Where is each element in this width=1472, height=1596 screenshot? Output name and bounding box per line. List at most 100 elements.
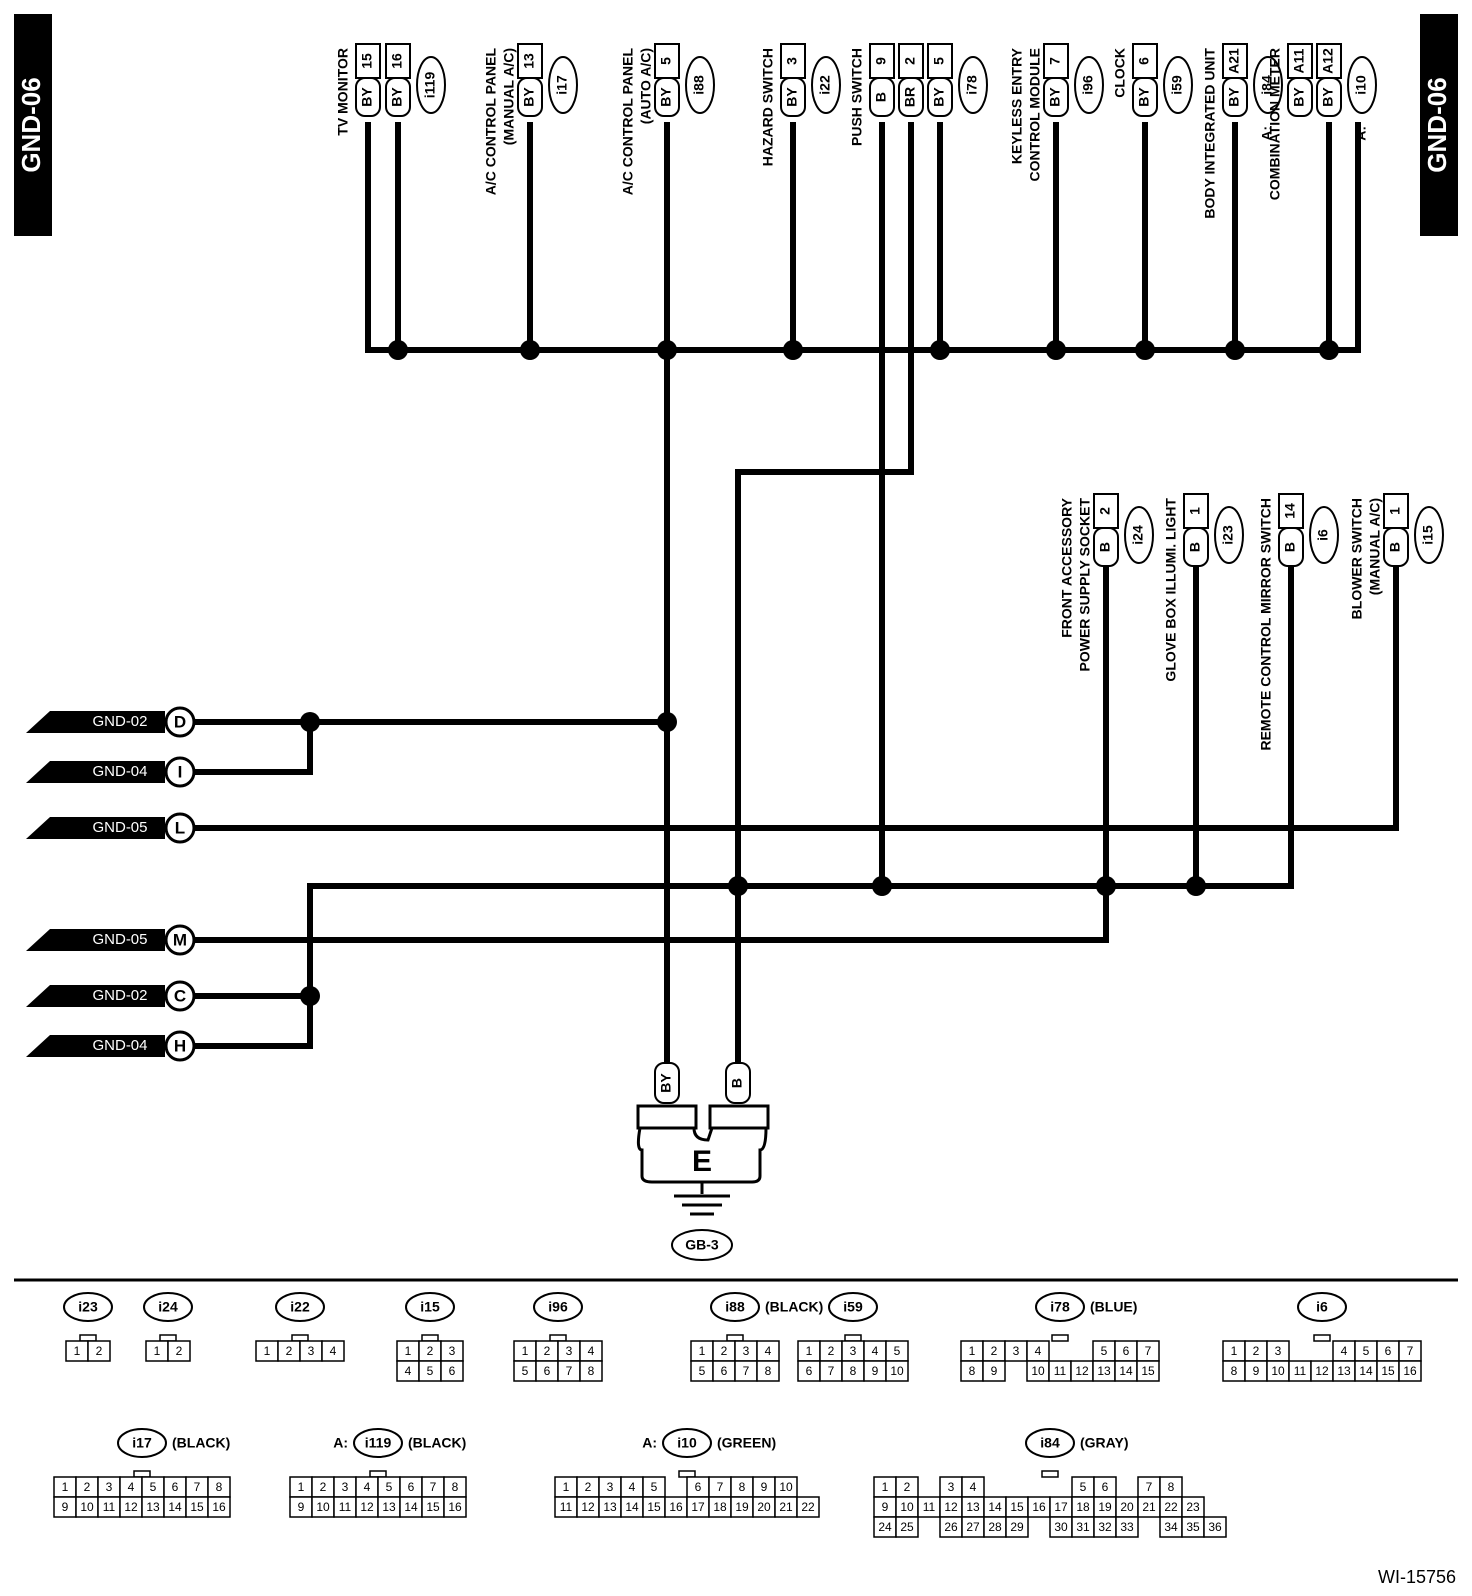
connector-id-oval: [1297, 1292, 1347, 1322]
connector-color-note: (BLUE): [1090, 1299, 1137, 1315]
pin-number: 12: [124, 1500, 138, 1514]
pin-cell: [895, 1516, 919, 1538]
connector-id-oval: [1414, 506, 1444, 564]
pin-number: 3: [784, 57, 800, 65]
wire-color-tag: [1278, 527, 1304, 567]
device-name: BODY INTEGRATED UNIT: [1202, 48, 1218, 219]
reference-letter: H: [174, 1036, 186, 1055]
pin-cell: [756, 1360, 780, 1382]
device-name: REMOTE CONTROL MIRROR SWITCH: [1258, 498, 1274, 751]
reference-letter-circle: [164, 980, 196, 1012]
wire-color-tag: [385, 77, 411, 117]
splice-dot: [657, 340, 677, 360]
connector-id-oval: [275, 1292, 325, 1322]
pin-number-box: [869, 43, 895, 79]
wire-color: BY: [658, 87, 674, 107]
pin-number: 2: [84, 1480, 91, 1494]
splice-dot: [930, 340, 950, 360]
pin-number: 5: [386, 1480, 393, 1494]
connector-id-oval: [405, 1292, 455, 1322]
pin-number: 17: [1054, 1500, 1068, 1514]
pin-number: 8: [1231, 1364, 1238, 1378]
pin-number: 14: [168, 1500, 182, 1514]
pin-number: 3: [308, 1344, 315, 1358]
connector-id: i119: [365, 1435, 392, 1451]
pin-number: 7: [1146, 1480, 1153, 1494]
wire-i24-2: [178, 565, 1109, 943]
pin-number: 14: [1359, 1364, 1373, 1378]
pin-number: 27: [966, 1520, 980, 1534]
splice-dot: [388, 340, 408, 360]
pin-number-box: [1043, 43, 1069, 79]
reference-label: GND-04: [92, 1037, 147, 1054]
pin-number: 9: [1253, 1364, 1260, 1378]
splice-dot: [1186, 876, 1206, 896]
pin-number: 13: [966, 1500, 980, 1514]
device-name-line2: (AUTO A/C): [638, 48, 654, 124]
pin-number: 7: [566, 1364, 573, 1378]
reference-arrow: [26, 929, 165, 951]
wire-color-tag: [517, 77, 543, 117]
pin-number: 4: [872, 1344, 879, 1358]
connector-id-oval: [1309, 506, 1339, 564]
pin-number-box: [1383, 493, 1409, 529]
pin-number: 2: [721, 1344, 728, 1358]
pin-number: 9: [882, 1500, 889, 1514]
pin-number: 19: [735, 1500, 749, 1514]
pin-cell: [1115, 1516, 1139, 1538]
pin-number: 13: [603, 1500, 617, 1514]
connector-id: i84: [1259, 75, 1275, 95]
pin-number: 2: [1253, 1344, 1260, 1358]
pin-number: 14: [988, 1500, 1002, 1514]
pin-number: 15: [1381, 1364, 1395, 1378]
device-name: TV MONITOR: [335, 48, 351, 136]
connector-id-oval: [1253, 56, 1283, 114]
connector-latch: [1313, 1334, 1331, 1342]
pin-number: 1: [264, 1344, 271, 1358]
wire-color: BY: [784, 87, 800, 107]
connector-id-oval: [353, 1428, 403, 1458]
pin-number: 2: [904, 1480, 911, 1494]
pin-number: 14: [404, 1500, 418, 1514]
pin-number: 10: [1271, 1364, 1285, 1378]
splice-dot: [1046, 340, 1066, 360]
reference-arrow: [26, 761, 165, 783]
pin-number: 3: [342, 1480, 349, 1494]
pin-number: 3: [1013, 1344, 1020, 1358]
page-tag-left: GND-06: [14, 14, 52, 236]
pin-number: 5: [522, 1364, 529, 1378]
connector-id-oval: [63, 1292, 113, 1322]
pin-number: 9: [991, 1364, 998, 1378]
pin-number: 9: [873, 57, 889, 65]
pin-cell: [982, 1360, 1006, 1382]
wire-color-tag: [1043, 77, 1069, 117]
pin-number: 15: [359, 53, 375, 69]
pin-number-box: [927, 43, 953, 79]
reference-letter-circle: [164, 924, 196, 956]
splice-dot: [300, 712, 320, 732]
pin-number: 21: [779, 1500, 793, 1514]
pin-number: A21: [1226, 48, 1242, 74]
pin-number: 2: [585, 1480, 592, 1494]
pin-number-box: [1287, 43, 1313, 79]
wire-color-tag: [725, 1062, 751, 1104]
wire-color-tag: [1132, 77, 1158, 117]
variant-prefix: A:: [1353, 126, 1369, 141]
reference-letter: M: [173, 930, 187, 949]
pin-number: 7: [828, 1364, 835, 1378]
reference-letter: C: [174, 986, 186, 1005]
pin-number: 25: [900, 1520, 914, 1534]
connector-id-oval: [1347, 56, 1377, 114]
pin-number: 2: [320, 1480, 327, 1494]
